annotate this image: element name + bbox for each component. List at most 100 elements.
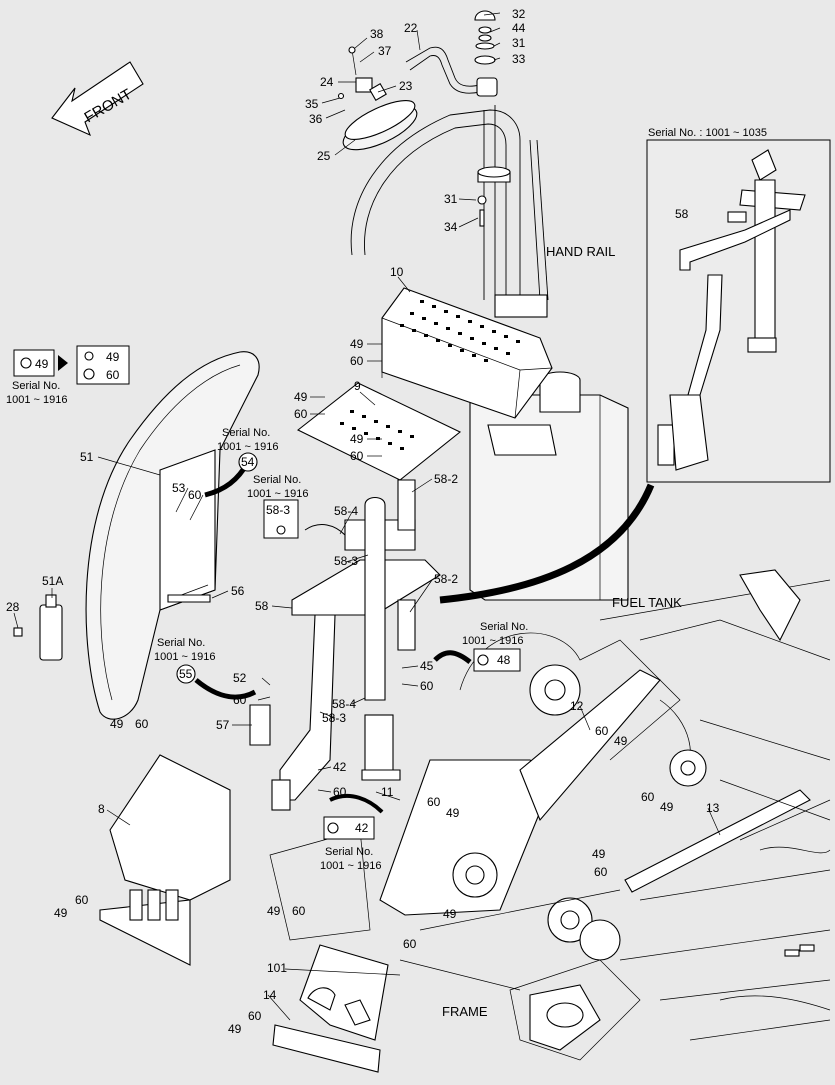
circled-55: 55 — [179, 667, 193, 681]
callout-28: 28 — [6, 600, 20, 614]
serial-range-54: 1001 ~ 1916 — [217, 441, 278, 453]
callout-14: 14 — [263, 988, 277, 1002]
callout-36: 36 — [309, 112, 323, 126]
boxed-frames — [176, 452, 521, 840]
callout-57: 57 — [216, 718, 230, 732]
serial-note-583: Serial No. — [253, 474, 301, 486]
callout-11: 11 — [381, 785, 394, 799]
callout-51: 51 — [80, 450, 94, 464]
callout-58-4a: 58-4 — [334, 504, 358, 518]
callout-33: 33 — [512, 52, 526, 66]
callout-51A: 51A — [42, 574, 63, 588]
serial-inset — [646, 139, 831, 483]
callout-9: 9 — [354, 379, 361, 393]
callout-13: 13 — [706, 801, 720, 815]
callout-25: 25 — [317, 149, 331, 163]
serial-range-48: 1001 ~ 1916 — [462, 635, 523, 647]
callout-49d: 49 — [614, 734, 628, 748]
inset-serial-label: Serial No. : 1001 ~ 1035 — [648, 127, 767, 139]
callout-31: 31 — [512, 36, 526, 50]
callout-49a: 49 — [350, 337, 364, 351]
callout-35: 35 — [305, 97, 319, 111]
callout-45: 45 — [420, 659, 434, 673]
legend-49: 49 — [35, 357, 49, 371]
callout-60b: 60 — [294, 407, 308, 421]
callout-23: 23 — [399, 79, 413, 93]
callout-24: 24 — [320, 75, 334, 89]
callout-58-4b: 58-4 — [332, 697, 356, 711]
callout-60e: 60 — [420, 679, 434, 693]
serial-note-42: Serial No. — [325, 846, 373, 858]
callout-60n: 60 — [292, 904, 306, 918]
callout-49k: 49 — [443, 907, 457, 921]
boxed-42: 42 — [355, 821, 369, 835]
callout-60c: 60 — [350, 449, 364, 463]
serial-note-48: Serial No. — [480, 621, 528, 633]
callout-49c: 49 — [350, 432, 364, 446]
callout-60f: 60 — [233, 693, 247, 707]
serial-range-55: 1001 ~ 1916 — [154, 651, 215, 663]
callout-58b: 58 — [675, 207, 689, 221]
callout-44: 44 — [512, 21, 526, 35]
callout-49l: 49 — [228, 1022, 242, 1036]
callout-8: 8 — [98, 802, 105, 816]
callout-38: 38 — [370, 27, 384, 41]
frame-label: FRAME — [442, 1004, 488, 1019]
front-arrow: FRONT — [51, 61, 144, 137]
boxed-48: 48 — [497, 653, 511, 667]
callout-58-2b: 58-2 — [434, 572, 458, 586]
callout-60d: 60 — [188, 488, 202, 502]
callout-60k: 60 — [641, 790, 655, 804]
callout-52: 52 — [233, 671, 247, 685]
serial-range-42: 1001 ~ 1916 — [320, 860, 381, 872]
callout-49e: 49 — [110, 717, 124, 731]
bracket-assembly — [167, 479, 441, 811]
leader-lines — [13, 12, 721, 1021]
hand-rail-assembly — [337, 10, 549, 318]
callout-60j: 60 — [427, 795, 441, 809]
fuel-tank-label: FUEL TANK — [612, 595, 682, 610]
boxed-58-3: 58-3 — [266, 503, 290, 517]
reference-arrows — [194, 460, 655, 814]
step-assembly — [99, 754, 231, 966]
callout-56: 56 — [231, 584, 245, 598]
callout-34: 34 — [444, 220, 458, 234]
callout-53: 53 — [172, 481, 186, 495]
fuel-tank-assembly — [296, 287, 629, 601]
callout-58a: 58 — [255, 599, 269, 613]
panels — [272, 669, 811, 1073]
callout-58-3b: 58-3 — [322, 711, 346, 725]
callout-12: 12 — [570, 699, 584, 713]
callout-60g: 60 — [595, 724, 609, 738]
callout-49f: 49 — [446, 806, 460, 820]
callout-10: 10 — [390, 265, 404, 279]
circled-54: 54 — [241, 455, 255, 469]
callout-60l: 60 — [594, 865, 608, 879]
serial-note-54: Serial No. — [222, 427, 270, 439]
callout-49h: 49 — [592, 847, 606, 861]
callout-58-2a: 58-2 — [434, 472, 458, 486]
serial-legend — [13, 345, 130, 385]
callout-32: 32 — [512, 7, 526, 21]
serial-range-583: 1001 ~ 1916 — [247, 488, 308, 500]
callout-49g: 49 — [660, 800, 674, 814]
callout-60o: 60 — [403, 937, 417, 951]
side-cover-assembly — [13, 351, 260, 720]
frame-structure — [269, 569, 831, 1061]
callout-60m: 60 — [75, 893, 89, 907]
callout-49b: 49 — [294, 390, 308, 404]
callout-60p: 60 — [248, 1009, 262, 1023]
callout-60h: 60 — [135, 717, 149, 731]
callout-49i: 49 — [54, 906, 68, 920]
callout-101: 101 — [267, 961, 287, 975]
serial-note-55: Serial No. — [157, 637, 205, 649]
callout-labels: 32 44 31 33 38 22 37 24 23 35 36 25 31 3… — [6, 7, 767, 1036]
legend-49b: 49 — [106, 350, 120, 364]
hand-rail-label: HAND RAIL — [546, 244, 615, 259]
callout-42: 42 — [333, 760, 347, 774]
callout-60i: 60 — [333, 785, 347, 799]
callout-22: 22 — [404, 21, 418, 35]
serial-note-legend: Serial No. — [12, 380, 60, 392]
callout-60a: 60 — [350, 354, 364, 368]
